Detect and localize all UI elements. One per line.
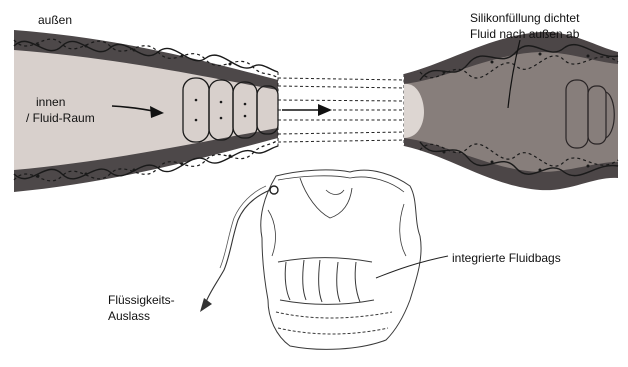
label-inside-line2: / Fluid-Raum bbox=[26, 111, 95, 125]
label-fluidbags: integrierte Fluidbags bbox=[452, 251, 561, 265]
right-tube-segment bbox=[404, 32, 618, 190]
fluidbags-leader-line bbox=[376, 256, 448, 278]
label-silicone-line1: Silikonfüllung dichtet bbox=[470, 11, 580, 25]
outlet-arrow-head bbox=[200, 298, 212, 312]
outlet-connector bbox=[270, 186, 278, 194]
outlet-hose bbox=[206, 190, 270, 302]
label-inside-line1: innen bbox=[36, 95, 65, 109]
label-outlet-line1: Flüssigkeits- bbox=[108, 293, 175, 307]
label-silicone-line2: Fluid nach außen ab bbox=[470, 27, 580, 41]
flow-arrow-center bbox=[282, 104, 332, 116]
label-outlet-line2: Auslass bbox=[108, 309, 150, 323]
vest-outline bbox=[261, 170, 421, 349]
label-outside: außen bbox=[38, 13, 72, 27]
vest-sketch bbox=[200, 170, 448, 349]
